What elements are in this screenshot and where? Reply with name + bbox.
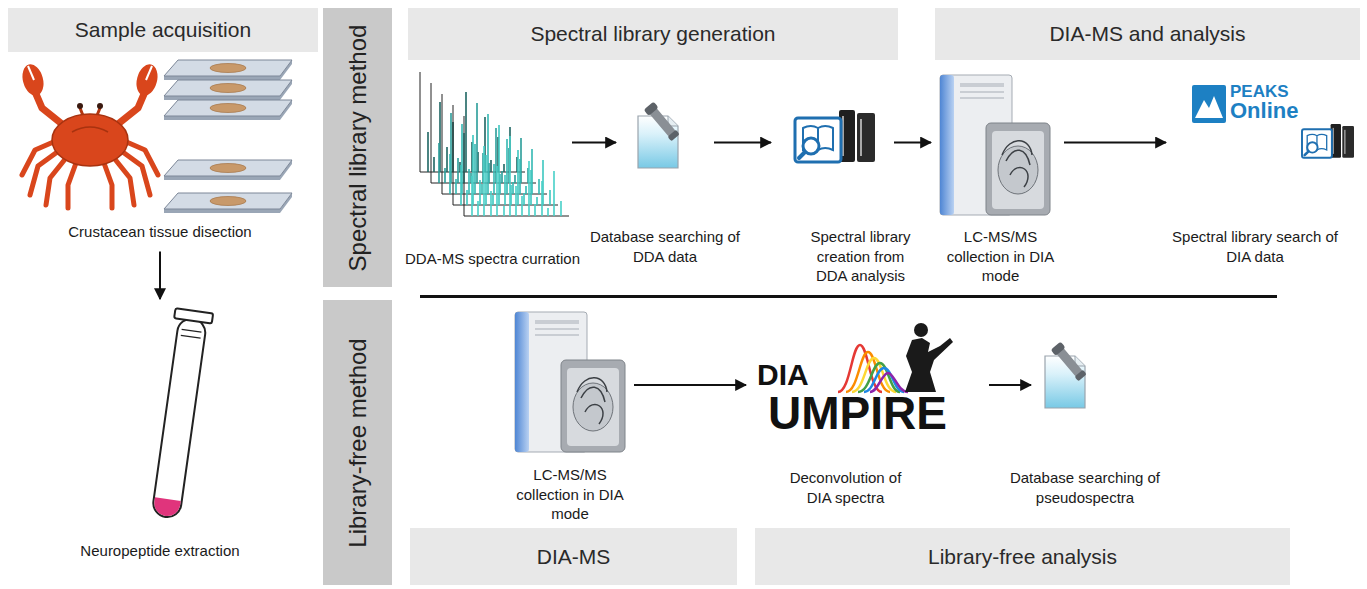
header-text: Library-free analysis bbox=[928, 545, 1117, 569]
logo-text: UMPIRE bbox=[768, 390, 947, 436]
flow-arrow bbox=[894, 142, 931, 144]
section-header: Library-free analysis bbox=[755, 528, 1290, 585]
caption-block: Neuropeptide extraction bbox=[50, 541, 270, 561]
flow-arrow bbox=[1064, 142, 1166, 144]
process-step: Database searching of pseudospectra bbox=[1035, 320, 1135, 450]
header-text: Sample acquisition bbox=[75, 18, 251, 42]
caption-block: Crustacean tissue disection bbox=[30, 222, 290, 242]
step-caption: LC-MS/MS collection in DIA mode bbox=[938, 227, 1063, 286]
caption-block: Spectral library creation from DDA analy… bbox=[803, 227, 918, 286]
header-text: Spectral library generation bbox=[530, 22, 775, 46]
flow-arrow bbox=[714, 142, 771, 144]
caption-block: LC-MS/MS collection in DIA mode bbox=[508, 465, 633, 524]
header-text: Library-free method bbox=[344, 338, 372, 547]
method-band: Spectral library method bbox=[323, 8, 392, 287]
process-step: DDA-MS spectra curration bbox=[405, 70, 568, 215]
section-header: DIA-MS bbox=[410, 528, 737, 585]
caption-block: Spectral library search of DIA data bbox=[1163, 227, 1348, 266]
process-step: Crustacean tissue disection bbox=[20, 58, 300, 246]
section-header: Sample acquisition bbox=[8, 8, 318, 52]
header-text: Spectral library method bbox=[344, 24, 372, 271]
process-step: Database searching of DDA data bbox=[620, 70, 710, 215]
step-caption: Deconvolution of DIA spectra bbox=[782, 468, 910, 507]
step-caption: LC-MS/MS collection in DIA mode bbox=[508, 465, 633, 524]
step-caption: Crustacean tissue disection bbox=[30, 222, 290, 242]
step-caption: Database searching of pseudospectra bbox=[998, 468, 1173, 507]
caption-block: DDA-MS spectra curration bbox=[383, 249, 603, 269]
step-caption: Spectral library creation from DDA analy… bbox=[803, 227, 918, 286]
caption-block: Deconvolution of DIA spectra bbox=[782, 468, 910, 507]
flow-arrow bbox=[159, 252, 161, 300]
method-band: Library-free method bbox=[323, 300, 392, 585]
process-step: LC-MS/MS collection in DIA mode bbox=[935, 70, 1060, 215]
flow-arrow bbox=[572, 142, 616, 144]
caption-block: Database searching of DDA data bbox=[580, 227, 750, 266]
header-text: DIA-MS and analysis bbox=[1049, 22, 1245, 46]
step-caption: DDA-MS spectra curration bbox=[383, 249, 603, 269]
logo-text: PEAKS bbox=[1230, 83, 1289, 100]
process-step: LC-MS/MS collection in DIA mode bbox=[510, 320, 630, 450]
section-header: DIA-MS and analysis bbox=[935, 8, 1360, 60]
section-header: Spectral library generation bbox=[408, 8, 898, 60]
logo-text: DIA bbox=[757, 360, 809, 390]
flow-arrow bbox=[634, 384, 746, 386]
logo-text: Online bbox=[1230, 100, 1298, 122]
step-caption: Database searching of DDA data bbox=[580, 227, 750, 266]
step-caption: Spectral library search of DIA data bbox=[1163, 227, 1348, 266]
header-text: DIA-MS bbox=[537, 545, 611, 569]
process-step: Spectral library creation from DDA analy… bbox=[775, 70, 890, 215]
step-caption: Neuropeptide extraction bbox=[50, 541, 270, 561]
caption-block: Database searching of pseudospectra bbox=[998, 468, 1173, 507]
process-step: Neuropeptide extraction bbox=[90, 305, 230, 565]
caption-block: LC-MS/MS collection in DIA mode bbox=[938, 227, 1063, 286]
flow-arrow bbox=[989, 384, 1031, 386]
